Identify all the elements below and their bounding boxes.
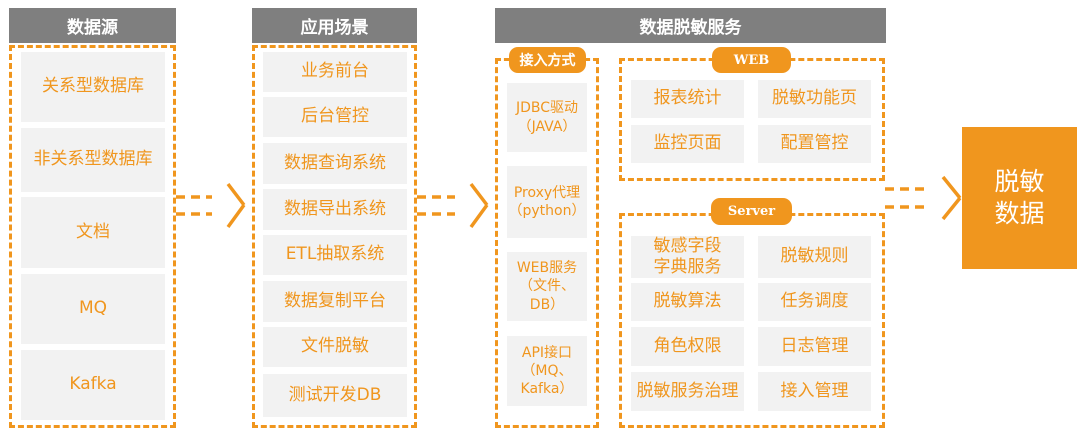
scenario-item-backend-control: 后台管控 <box>263 97 407 137</box>
access-item-jdbc: JDBC驱动 （JAVA） <box>507 83 587 152</box>
access-label: 接入方式 <box>509 47 586 73</box>
scenarios-frame <box>252 45 417 428</box>
web-item-report-stats: 报表统计 <box>631 80 744 118</box>
source-item-mq: MQ <box>21 274 165 344</box>
masked-data-result: 脱敏 数据 <box>962 127 1077 269</box>
source-item-kafka: Kafka <box>21 350 165 420</box>
access-item-web-service: WEB服务 （文件、 DB） <box>507 252 587 321</box>
scenarios-header: 应用场景 <box>252 8 417 43</box>
scenario-item-test-dev-db: 测试开发DB <box>263 374 407 417</box>
sources-header: 数据源 <box>9 8 176 43</box>
server-item-masking-rules: 脱敏规则 <box>758 236 871 278</box>
scenario-item-data-query: 数据查询系统 <box>263 143 407 184</box>
arrow-scenarios-to-service <box>417 182 489 229</box>
server-item-log-management: 日志管理 <box>758 327 871 366</box>
sources-frame <box>9 45 176 428</box>
scenario-item-data-export: 数据导出系统 <box>263 189 407 230</box>
server-item-access-management: 接入管理 <box>758 372 871 411</box>
service-header: 数据脱敏服务 <box>495 8 886 43</box>
web-label: WEB <box>712 47 791 73</box>
server-item-service-governance: 脱敏服务治理 <box>631 372 744 411</box>
web-item-masking-page: 脱敏功能页 <box>758 80 871 118</box>
arrow-service-to-result <box>885 175 962 221</box>
arrow-sources-to-scenarios <box>176 182 246 229</box>
source-item-nonrelational-db: 非关系型数据库 <box>21 128 165 192</box>
web-item-config-control: 配置管控 <box>758 125 871 163</box>
server-label: Server <box>711 198 792 225</box>
server-item-role-permissions: 角色权限 <box>631 327 744 366</box>
scenario-item-etl: ETL抽取系统 <box>263 235 407 275</box>
access-item-api: API接口 （MQ、 Kafka） <box>507 336 587 406</box>
access-item-proxy: Proxy代理 （python） <box>507 166 587 238</box>
server-item-task-scheduling: 任务调度 <box>758 283 871 321</box>
server-item-masking-algorithm: 脱敏算法 <box>631 283 744 321</box>
source-item-relational-db: 关系型数据库 <box>21 52 165 122</box>
scenario-item-data-replication: 数据复制平台 <box>263 281 407 322</box>
server-item-field-dictionary: 敏感字段 字典服务 <box>631 236 744 278</box>
scenario-item-business-front: 业务前台 <box>263 52 407 92</box>
web-item-monitor-page: 监控页面 <box>631 125 744 163</box>
source-item-document: 文档 <box>21 197 165 268</box>
scenario-item-file-masking: 文件脱敏 <box>263 327 407 367</box>
